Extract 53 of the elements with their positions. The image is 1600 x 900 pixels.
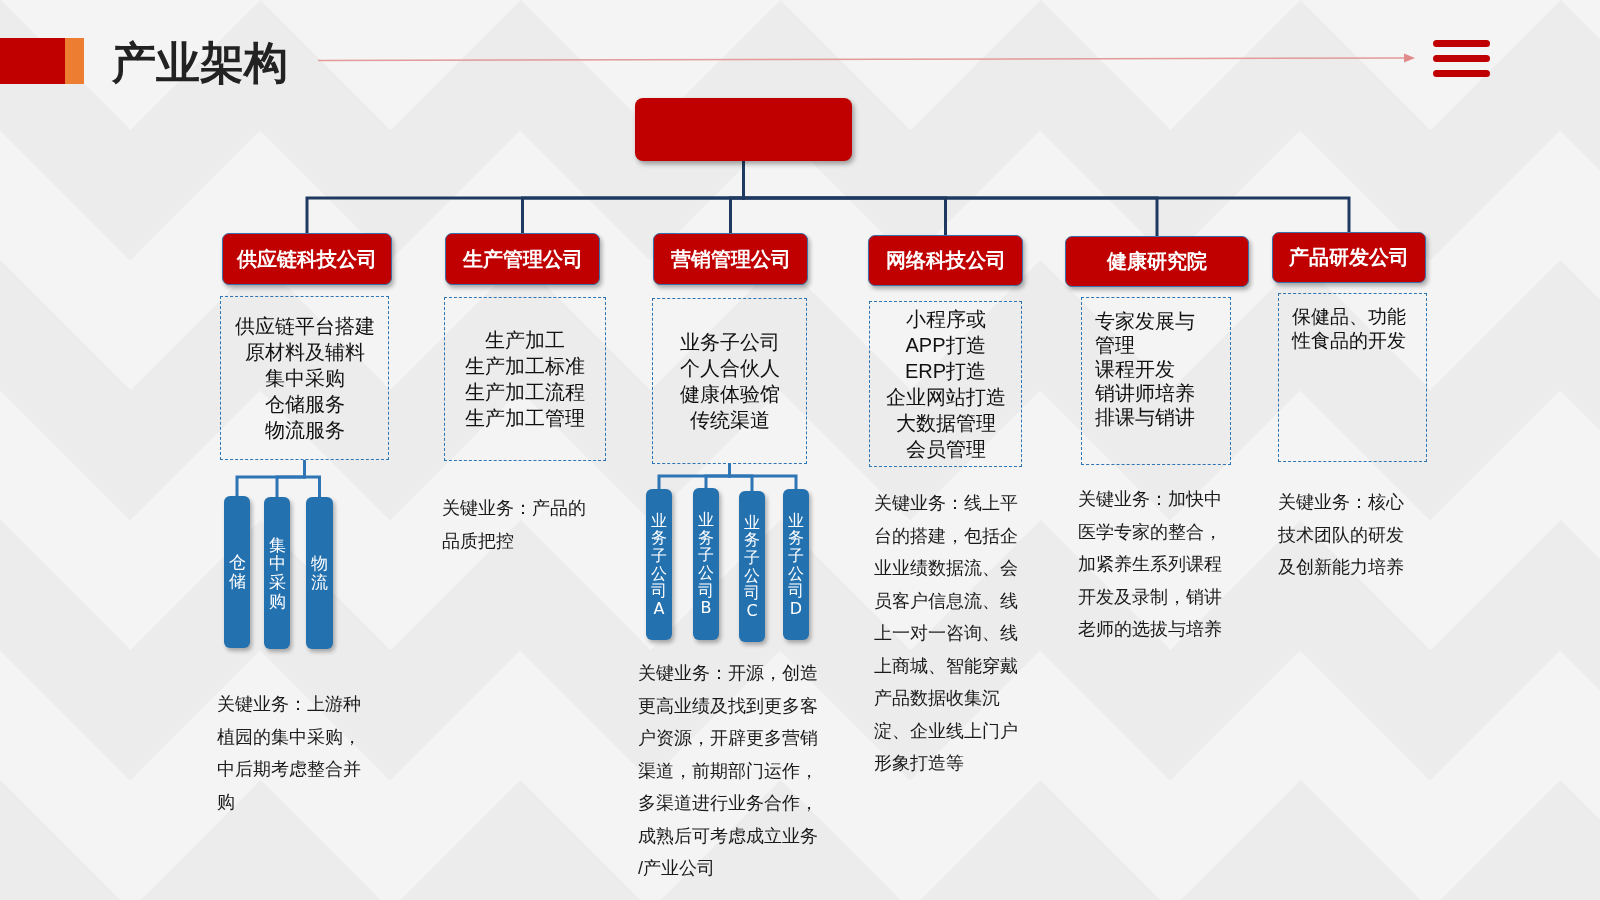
- service-panel: [1278, 293, 1427, 462]
- page-title: 产业架构: [112, 36, 288, 90]
- service-item: APP打造: [905, 333, 986, 358]
- connector-line: [303, 460, 321, 497]
- key-business-note: 关键业务：上游种植园的集中采购，中后期考虑整合并购: [217, 693, 362, 814]
- service-item: 生产加工标准: [465, 354, 585, 379]
- vertical-label-bar: 集中采购: [264, 497, 290, 649]
- key-business-note: 关键业务：产品的品质把控: [442, 497, 587, 553]
- service-item: 健康体验馆: [679, 382, 780, 407]
- service-item: 专家发展与管理: [1095, 309, 1196, 357]
- service-item: 课程开发: [1095, 357, 1175, 381]
- service-item: 排课与销讲: [1095, 405, 1195, 429]
- service-item: 原材料及辅料: [244, 340, 365, 365]
- key-business-note: 关键业务：加快中医学专家的整合，加紧养生系列课程开发及录制，销讲老师的选拔与培养: [1078, 488, 1223, 641]
- vertical-label-bar: 业务子公司A: [646, 489, 672, 640]
- connector-line: [728, 464, 798, 489]
- service-item: ERP打造: [904, 359, 987, 384]
- vertical-label-bar: 仓储: [224, 496, 250, 648]
- key-business-note: 关键业务：开源，创造更高业绩及找到更多客户资源，开辟更多营销渠道，前期部门运作，多渠道进行业务合作，成熟后可考虑成立业务/产业公司: [638, 662, 819, 880]
- service-item: 会员管理: [905, 437, 986, 462]
- vertical-label-bar: 业务子公司D: [783, 489, 809, 640]
- service-panel: [869, 301, 1022, 467]
- department-header: 生产管理公司: [445, 233, 600, 285]
- service-item: 销讲师培养: [1095, 381, 1195, 405]
- department-header: 营销管理公司: [653, 233, 808, 285]
- service-item: 企业网站打造: [885, 385, 1006, 410]
- service-item: 生产加工: [485, 328, 565, 353]
- department-header: 供应链科技公司: [222, 233, 392, 285]
- service-panel: [1081, 297, 1231, 465]
- service-item: 保健品、功能性食品的开发: [1292, 305, 1407, 353]
- service-item: 个人合伙人: [679, 356, 780, 381]
- service-item: 传统渠道: [689, 408, 770, 433]
- service-item: 仓储服务: [264, 392, 345, 417]
- service-item: 小程序或: [905, 307, 986, 332]
- service-item: 供应链平台搭建: [234, 314, 375, 339]
- department-header: 健康研究院: [1065, 236, 1249, 287]
- service-item: 生产加工流程: [465, 380, 585, 405]
- service-item: 大数据管理: [895, 411, 996, 436]
- vertical-label-bar: 业务子公司B: [693, 488, 719, 640]
- service-panel: [220, 296, 389, 460]
- root-block: [635, 98, 852, 161]
- service-item: 集中采购: [264, 366, 345, 391]
- department-header: 网络科技公司: [868, 235, 1023, 286]
- service-panel: [652, 298, 807, 464]
- service-item: 业务子公司: [679, 330, 780, 355]
- service-item: 物流服务: [264, 418, 345, 443]
- key-business-note: 关键业务：线上平台的搭建，包括企业业绩数据流、会员客户信息流、线上一对一咨询、线上商城、智能穿戴产品数据收集沉淀、企业线上门户形象打造等: [874, 492, 1019, 775]
- department-header: 产品研发公司: [1272, 232, 1426, 283]
- key-business-note: 关键业务：核心技术团队的研发及创新能力培养: [1278, 491, 1405, 579]
- service-panel: [444, 297, 606, 461]
- vertical-label-bar: 业务子公司C: [739, 491, 765, 642]
- service-item: 生产加工管理: [465, 406, 585, 431]
- vertical-label-bar: 物流: [306, 497, 333, 649]
